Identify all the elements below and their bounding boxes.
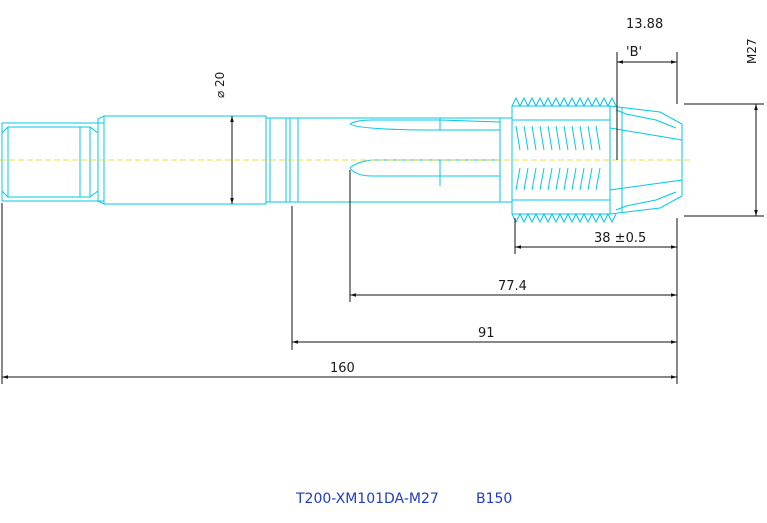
extension-lines (1, 170, 678, 384)
chamfer (609, 105, 683, 215)
overall-length-dimension: 160 (2, 361, 677, 379)
part-number: T200-XM101DA-M27 (295, 491, 439, 507)
thread-length-label: 38 ±0.5 (594, 231, 646, 246)
thread-section (499, 96, 617, 224)
overall-length-label: 160 (330, 361, 355, 376)
part-number-block: T200-XM101DA-M27 B150 (295, 491, 512, 507)
angle-dimension: 13.88 'B' (616, 17, 678, 160)
thread-label: M27 (745, 38, 759, 64)
flute-length-dimension: 77.4 (350, 279, 677, 297)
diameter-label: ⌀ 20 (213, 72, 227, 98)
angle-value: 13.88 (626, 17, 663, 32)
thread-dimension: M27 (684, 38, 764, 217)
thread-length-dimension: 38 ±0.5 (515, 231, 677, 249)
tap-outline (0, 96, 690, 224)
flute-length-label: 77.4 (498, 279, 527, 294)
part-code: B150 (476, 491, 512, 507)
angle-label: 'B' (626, 45, 642, 60)
diameter-dimension: ⌀ 20 (213, 72, 234, 204)
body-length-dimension: 91 (292, 326, 677, 344)
square-drive (1, 122, 99, 202)
body-length-label: 91 (478, 326, 495, 341)
